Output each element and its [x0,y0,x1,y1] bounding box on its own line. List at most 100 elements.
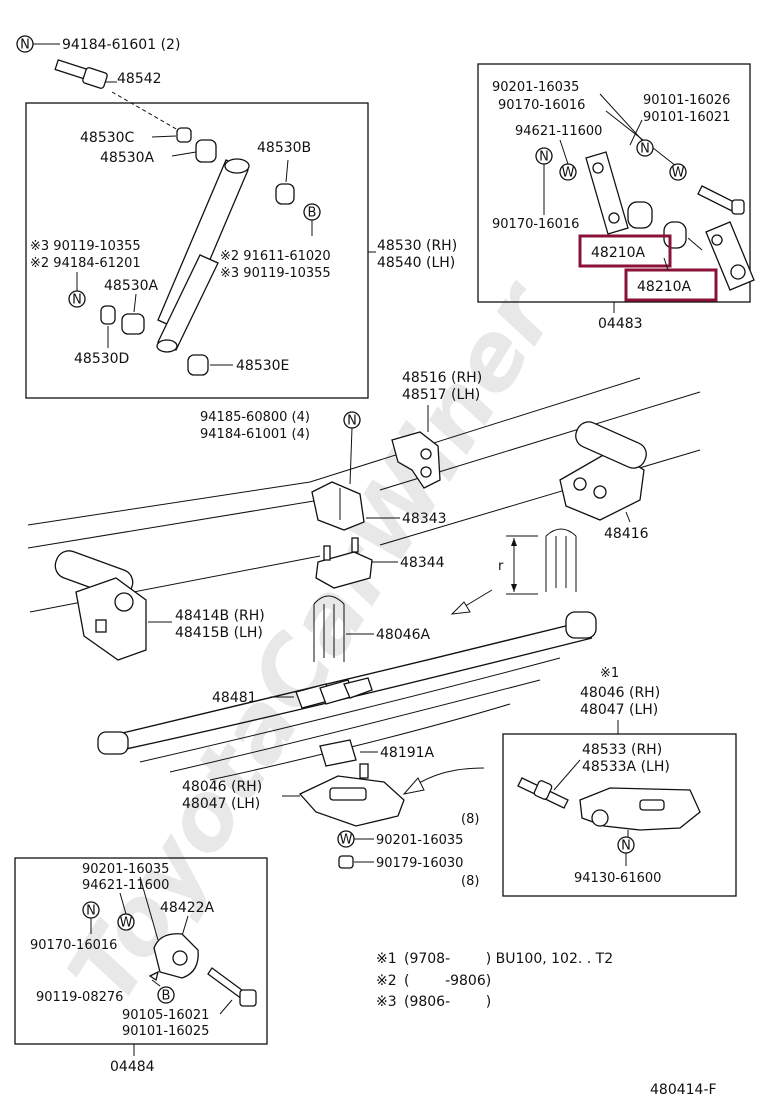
b-symbol-letter: B [308,206,317,221]
bushing-icon [627,201,653,229]
note-2-text: ( -9806) [404,973,491,989]
spring-seat-b-icon [579,787,701,831]
note-1-text: (9708- ) BU100, 102. . T2 [404,951,613,967]
shackle-group: 90201-16035 90170-16016 90101-16026 9010… [492,80,755,332]
bolt-48542-icon [54,59,108,89]
bumper-icon [311,481,365,531]
label-48533a-lh: 48533A (LH) [582,759,670,775]
spring-seat-icon [298,775,405,827]
b-symbol-letter: B [162,989,171,1004]
label-90201-16035-c: 90201-16035 [82,862,169,877]
w-symbol-letter: W [672,166,685,181]
label-48191a: 48191A [380,745,435,761]
label-48210a-2: 48210A [637,279,692,295]
label-ref-3-90119: ※3 90119-10355 [30,239,141,254]
top-bolt-group: N 94184-61601 (2) 48542 [16,35,180,131]
label-48416: 48416 [604,526,649,542]
label-94130-61600: 94130-61600 [574,871,661,886]
shock-absorber-icon [156,158,250,353]
cushion-e-icon [187,354,209,376]
bolt-callout-group: 94185-60800 (4) 94184-61001 (4) N [200,410,361,485]
w-symbol-letter: W [120,916,133,931]
bottom-box [14,857,268,1045]
label-90170-16016-low: 90170-16016 [492,217,579,232]
label-48530e: 48530E [236,358,289,374]
note1-box-content: 48533 (RH) 48533A (LH) N 94130-61600 [517,742,701,886]
label-48422a: 48422A [160,900,215,916]
shackle-plate-icon [585,151,629,235]
w-symbol-icon [669,163,687,181]
label-48542: 48542 [117,71,162,87]
n-symbol-icon [636,139,654,157]
label-48530c: 48530C [80,130,135,146]
n-symbol-letter: N [72,293,82,308]
u-bolt-48046a-icon [313,595,345,662]
shock-absorber-group: 48530C 48530A 48530B B ※3 90119-10355 ※2… [30,127,457,376]
u-bolt-48046a-group: 48046A [313,595,431,662]
label-90179-16030: 90179-16030 [376,856,463,871]
label-90170-16016-top: 90170-16016 [498,98,585,113]
label-ref-2-94184: ※2 94184-61201 [30,256,141,271]
diagram-code: 480414-F [650,1082,717,1098]
n-symbol-letter: N [621,839,631,854]
front-hanger-group: 48414B (RH) 48415B (LH) [54,550,265,661]
label-48343: 48343 [402,511,447,527]
n-symbol-letter: N [347,414,357,429]
note-1-mark: ※1 [376,951,397,967]
label-dimension-r: r [498,559,504,574]
label-48530a-low: 48530A [104,278,159,294]
leaf-spring-icon [97,611,597,781]
n-symbol-letter: N [539,150,549,165]
b-symbol-icon [157,986,175,1004]
label-94184-61001: 94184-61001 (4) [200,427,310,442]
label-note1-mark: ※1 [600,666,619,681]
label-48530a-top: 48530A [100,150,155,166]
label-48046-rh-b: 48046 (RH) [580,685,660,701]
highlight-box-1 [578,234,672,268]
clip-group: 48481 [212,677,373,709]
label-90201-16035: 90201-16035 [492,80,579,95]
label-04484: 04484 [110,1059,155,1075]
label-90119-08276: 90119-08276 [36,990,123,1005]
n-symbol-letter: N [20,38,30,53]
shackle-plate-right-icon [705,221,755,291]
note1-header-group: ※1 48046 (RH) 48047 (LH) [580,666,660,734]
label-90170-16016-b: 90170-16016 [30,938,117,953]
label-qty-8-a: (8) [461,812,479,827]
label-48530b: 48530B [257,140,311,156]
label-qty-8-b: (8) [461,874,479,889]
nut-icon [338,855,354,869]
label-48530d: 48530D [74,351,129,367]
cushion-a-low-icon [121,313,145,335]
w-symbol-letter: W [340,833,353,848]
bracket-group: 48516 (RH) 48517 (LH) [391,370,482,489]
label-48344: 48344 [400,555,445,571]
label-ref-2-91611: ※2 91611-61020 [220,249,331,264]
label-94621-11600: 94621-11600 [515,124,602,139]
n-symbol-letter: N [86,904,96,919]
label-48047-lh: 48047 (LH) [182,796,260,812]
label-ref-3-90119-b: ※3 90119-10355 [220,266,331,281]
label-48415b-lh: 48415B (LH) [175,625,263,641]
label-48517-lh: 48517 (LH) [402,387,480,403]
bottom-box-content: 90201-16035 94621-11600 N W 90170-16016 … [30,862,257,1075]
shock-absorber-box [25,102,369,399]
label-48046-rh: 48046 (RH) [182,779,262,795]
bumper-group: 48343 [311,481,447,531]
cushion-a-icon [195,139,217,163]
note1-box [502,733,737,897]
label-48516-rh: 48516 (RH) [402,370,482,386]
spacer-group: 48344 [315,537,445,589]
front-hanger-icon [75,577,147,661]
note-2-mark: ※2 [376,973,397,989]
bushing-b-icon [275,183,295,205]
pad-group: 48191A [319,739,435,767]
u-bolt-48533-icon [517,777,569,809]
pad-icon [319,739,357,767]
label-48047-lh-b: 48047 (LH) [580,702,658,718]
bracket-48422a-icon [153,933,199,979]
label-48210a-1: 48210A [591,245,646,261]
notes-group: ※1 (9708- ) BU100, 102. . T2 ※2 ( -9806)… [376,951,613,1010]
